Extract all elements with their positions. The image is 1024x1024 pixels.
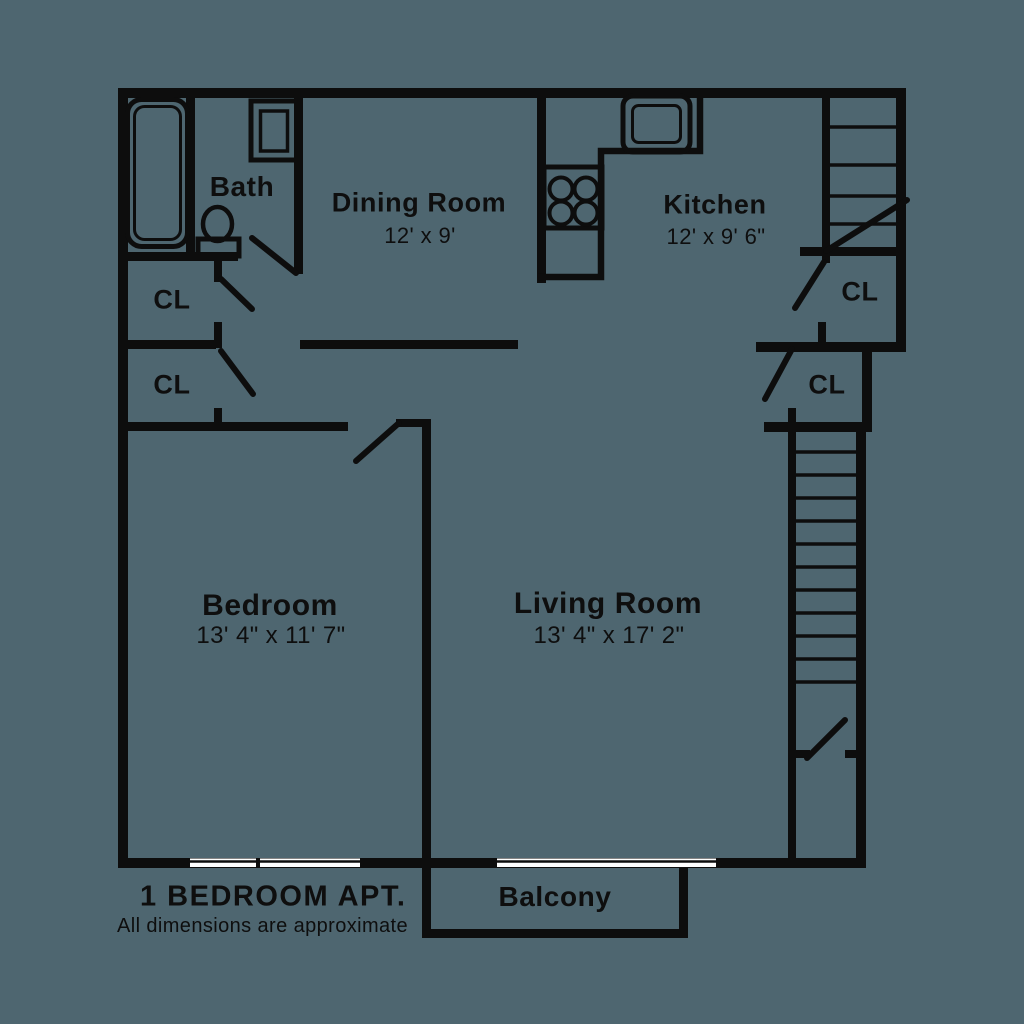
closet-label-kitchen-side: CL (841, 276, 879, 307)
wall-segment-right-step (756, 342, 906, 352)
wall-lower-stair-rail (788, 431, 796, 868)
kitchen-dimensions: 12' x 9' 6" (666, 224, 766, 249)
wall-segment-bath-bottom (118, 252, 238, 261)
wall-segment-bottom (118, 858, 866, 868)
closet-label-hall-upper: CL (153, 284, 191, 315)
wall-post-kitchen-closet (818, 322, 826, 348)
bathtub (125, 97, 190, 249)
wall-segment-entry-closet-bottom (764, 422, 872, 432)
door-swing-bedroom (353, 420, 402, 464)
balcony-label: Balcony (498, 881, 612, 912)
plan-title: 1 BEDROOM APT. (140, 880, 407, 913)
stove-burner (572, 199, 600, 227)
closet-label-entry-side: CL (808, 369, 846, 400)
windows (190, 858, 716, 867)
wall-segment-right-lower (856, 424, 866, 868)
wall-segment-kitchen-closet-top (800, 247, 906, 256)
bedroom-label: Bedroom (202, 589, 338, 622)
bathtub-outer (125, 97, 190, 249)
door-swing-closet-lower-left (218, 348, 256, 397)
wall-segment-bath-dining (294, 88, 303, 274)
wall-balcony-bottom (422, 929, 688, 938)
plan-note: All dimensions are approximate (117, 915, 409, 937)
kitchen-sink-outer (620, 93, 693, 155)
kitchen-sink (620, 93, 693, 155)
wall-segment-hall-bottom (300, 340, 518, 349)
door-swing-entry (804, 717, 848, 761)
closet-label-hall-lower: CL (153, 369, 191, 400)
door-swing-entry-closet (762, 346, 795, 402)
wall-balcony-right (679, 866, 688, 938)
wall-segment-bedroom-top (118, 422, 348, 431)
wall-segment-closet-upper-bottom (118, 340, 216, 349)
stair-direction-line (823, 197, 910, 254)
living-room-label: Living Room (513, 587, 703, 620)
walls (118, 88, 906, 938)
wall-segment-right-upper (896, 88, 906, 352)
door-swing-kitchen-closet (792, 259, 827, 311)
staircase-upper (823, 125, 910, 254)
dining-room-dimensions: 12' x 9' (384, 223, 456, 248)
bedroom-dimensions: 13' 4" x 11' 7" (196, 622, 346, 649)
kitchen-label: Kitchen (663, 189, 767, 220)
bathroom-sink (248, 98, 300, 163)
door-swing-bath (249, 235, 299, 276)
stove-burner (572, 175, 600, 203)
stove (541, 164, 605, 231)
wall-entry-door-stub-left (788, 750, 810, 758)
toilet-bowl (200, 204, 235, 244)
wall-entry-door-stub-right (845, 750, 866, 758)
bathtub-inner (133, 105, 182, 241)
living-room-dimensions: 13' 4" x 17' 2" (533, 622, 685, 649)
stove-outline (541, 164, 605, 231)
wall-segment-tub-divider (186, 88, 195, 257)
wall-segment-bedroom-door-header (396, 419, 431, 427)
stove-burner (547, 199, 575, 227)
toilet-tank (195, 236, 242, 259)
doors (218, 235, 848, 761)
bathroom-sink-outer (248, 98, 300, 163)
kitchen-sink-inner (631, 104, 682, 144)
dining-room-label: Dining Room (331, 187, 507, 218)
wall-segment-bedroom-living-divider (422, 419, 431, 868)
kitchen-counter-edge (538, 98, 704, 281)
wall-balcony-left (422, 866, 431, 938)
wall-post-bath-door (214, 252, 222, 282)
toilet (195, 204, 242, 259)
wall-post-entry-closet (788, 408, 796, 432)
staircase-lower (796, 450, 856, 684)
door-swing-closet-upper-left (218, 276, 255, 312)
wall-post-closet-lower-a (214, 322, 222, 348)
wall-post-closet-lower-b (214, 408, 222, 431)
wall-segment-top (118, 88, 906, 98)
wall-segment-left (118, 88, 128, 868)
stove-burner (547, 175, 575, 203)
kitchen-counter (538, 98, 704, 281)
wall-upper-stair-rail (822, 88, 830, 263)
wall-segment-entry-closet-right (862, 342, 872, 428)
bathroom-sink-inner (258, 109, 290, 153)
bath-label: Bath (209, 171, 275, 202)
